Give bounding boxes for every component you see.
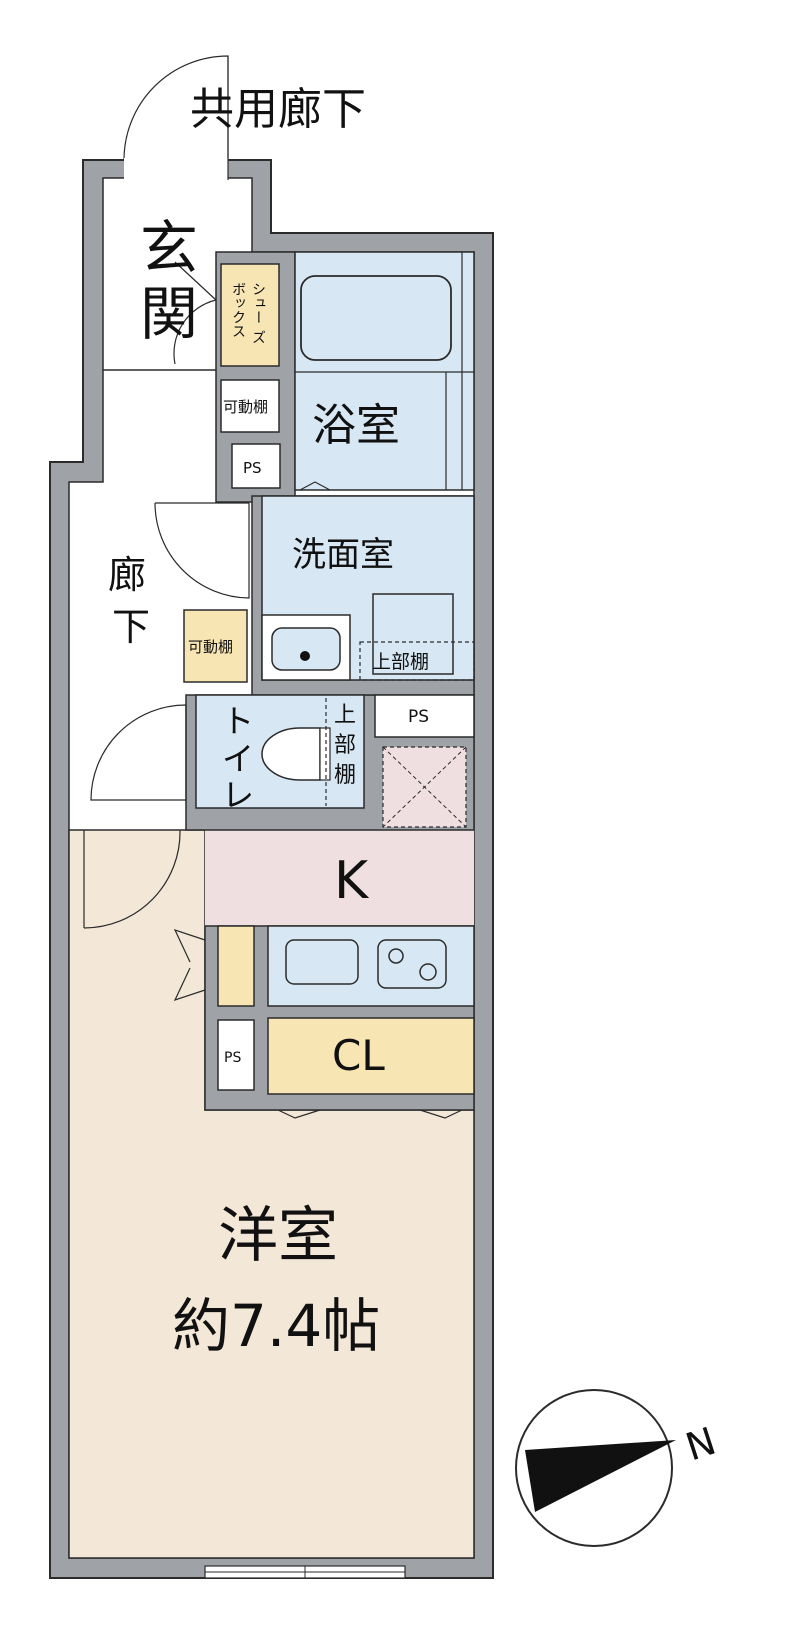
label-shoebox-3: ボックス — [230, 282, 246, 338]
label-toilet-shelf-3: 棚 — [334, 763, 356, 788]
fridge-space — [217, 925, 255, 1007]
movable-shelf-upper — [220, 379, 280, 433]
label-genkan-1: 玄 — [140, 214, 198, 282]
kitchen-sink — [285, 939, 359, 985]
toilet-tank — [319, 727, 331, 781]
label-toilet-2: イ — [222, 740, 254, 778]
label-corridor-shared: 共用廊下 — [190, 84, 366, 135]
kitchen-floor — [205, 830, 474, 926]
movable-shelf-lower — [183, 609, 248, 683]
label-closet: CL — [332, 1031, 385, 1080]
stove — [377, 939, 447, 989]
label-movable-shelf-upper: 可動棚 — [223, 398, 268, 416]
washing-machine-space — [372, 593, 454, 675]
burner-2 — [419, 963, 437, 981]
label-kitchen: K — [334, 851, 370, 911]
genkan-inner-door — [173, 261, 217, 365]
label-hall-1: 廊 — [108, 553, 146, 597]
label-hall-2: 下 — [112, 605, 150, 649]
upper-shelf-dashed — [359, 641, 475, 681]
ps-mid-box — [374, 694, 475, 738]
compass-needle — [525, 1440, 676, 1512]
burner-1 — [388, 948, 404, 964]
label-ps-mid: PS — [408, 707, 429, 727]
label-ps-bottom: PS — [224, 1050, 241, 1066]
ps-bottom-box — [217, 1019, 255, 1091]
bathtub — [300, 275, 452, 361]
label-toilet-shelf-1: 上 — [334, 703, 356, 728]
label-shoebox-2: ズ — [250, 330, 266, 344]
label-washroom: 洗面室 — [292, 535, 394, 575]
washbasin-bowl — [271, 627, 341, 671]
label-toilet-shelf-2: 部 — [334, 733, 356, 758]
ps-top-box — [231, 443, 281, 489]
label-ps-top: PS — [243, 459, 262, 477]
label-toilet-3: レ — [222, 776, 254, 814]
toilet-door — [90, 704, 187, 801]
label-western-room: 洋室 — [218, 1201, 338, 1271]
label-toilet-1: ト — [222, 702, 254, 740]
duct-x-2 — [382, 746, 467, 828]
entrance-door — [123, 55, 229, 161]
closet-door-fold — [277, 1109, 463, 1119]
room-door — [83, 829, 181, 929]
entrance-opening — [124, 158, 228, 180]
label-movable-shelf-lower: 可動棚 — [188, 638, 233, 656]
washroom-door — [154, 502, 250, 599]
shoebox — [220, 263, 280, 367]
compass-north-label: N — [680, 1419, 721, 1470]
label-room-size: 約7.4帖 — [172, 1292, 380, 1360]
drain-dot — [300, 651, 310, 661]
closet — [267, 1017, 475, 1095]
toilet-bowl — [261, 727, 321, 781]
label-genkan-2: 関 — [140, 280, 198, 348]
fridge-door — [173, 928, 206, 1002]
label-shoebox-1: シュー — [250, 282, 266, 324]
label-bath: 浴室 — [312, 400, 400, 451]
label-upper-shelf-wash: 上部棚 — [372, 651, 429, 673]
bath-door-fold — [299, 481, 331, 491]
